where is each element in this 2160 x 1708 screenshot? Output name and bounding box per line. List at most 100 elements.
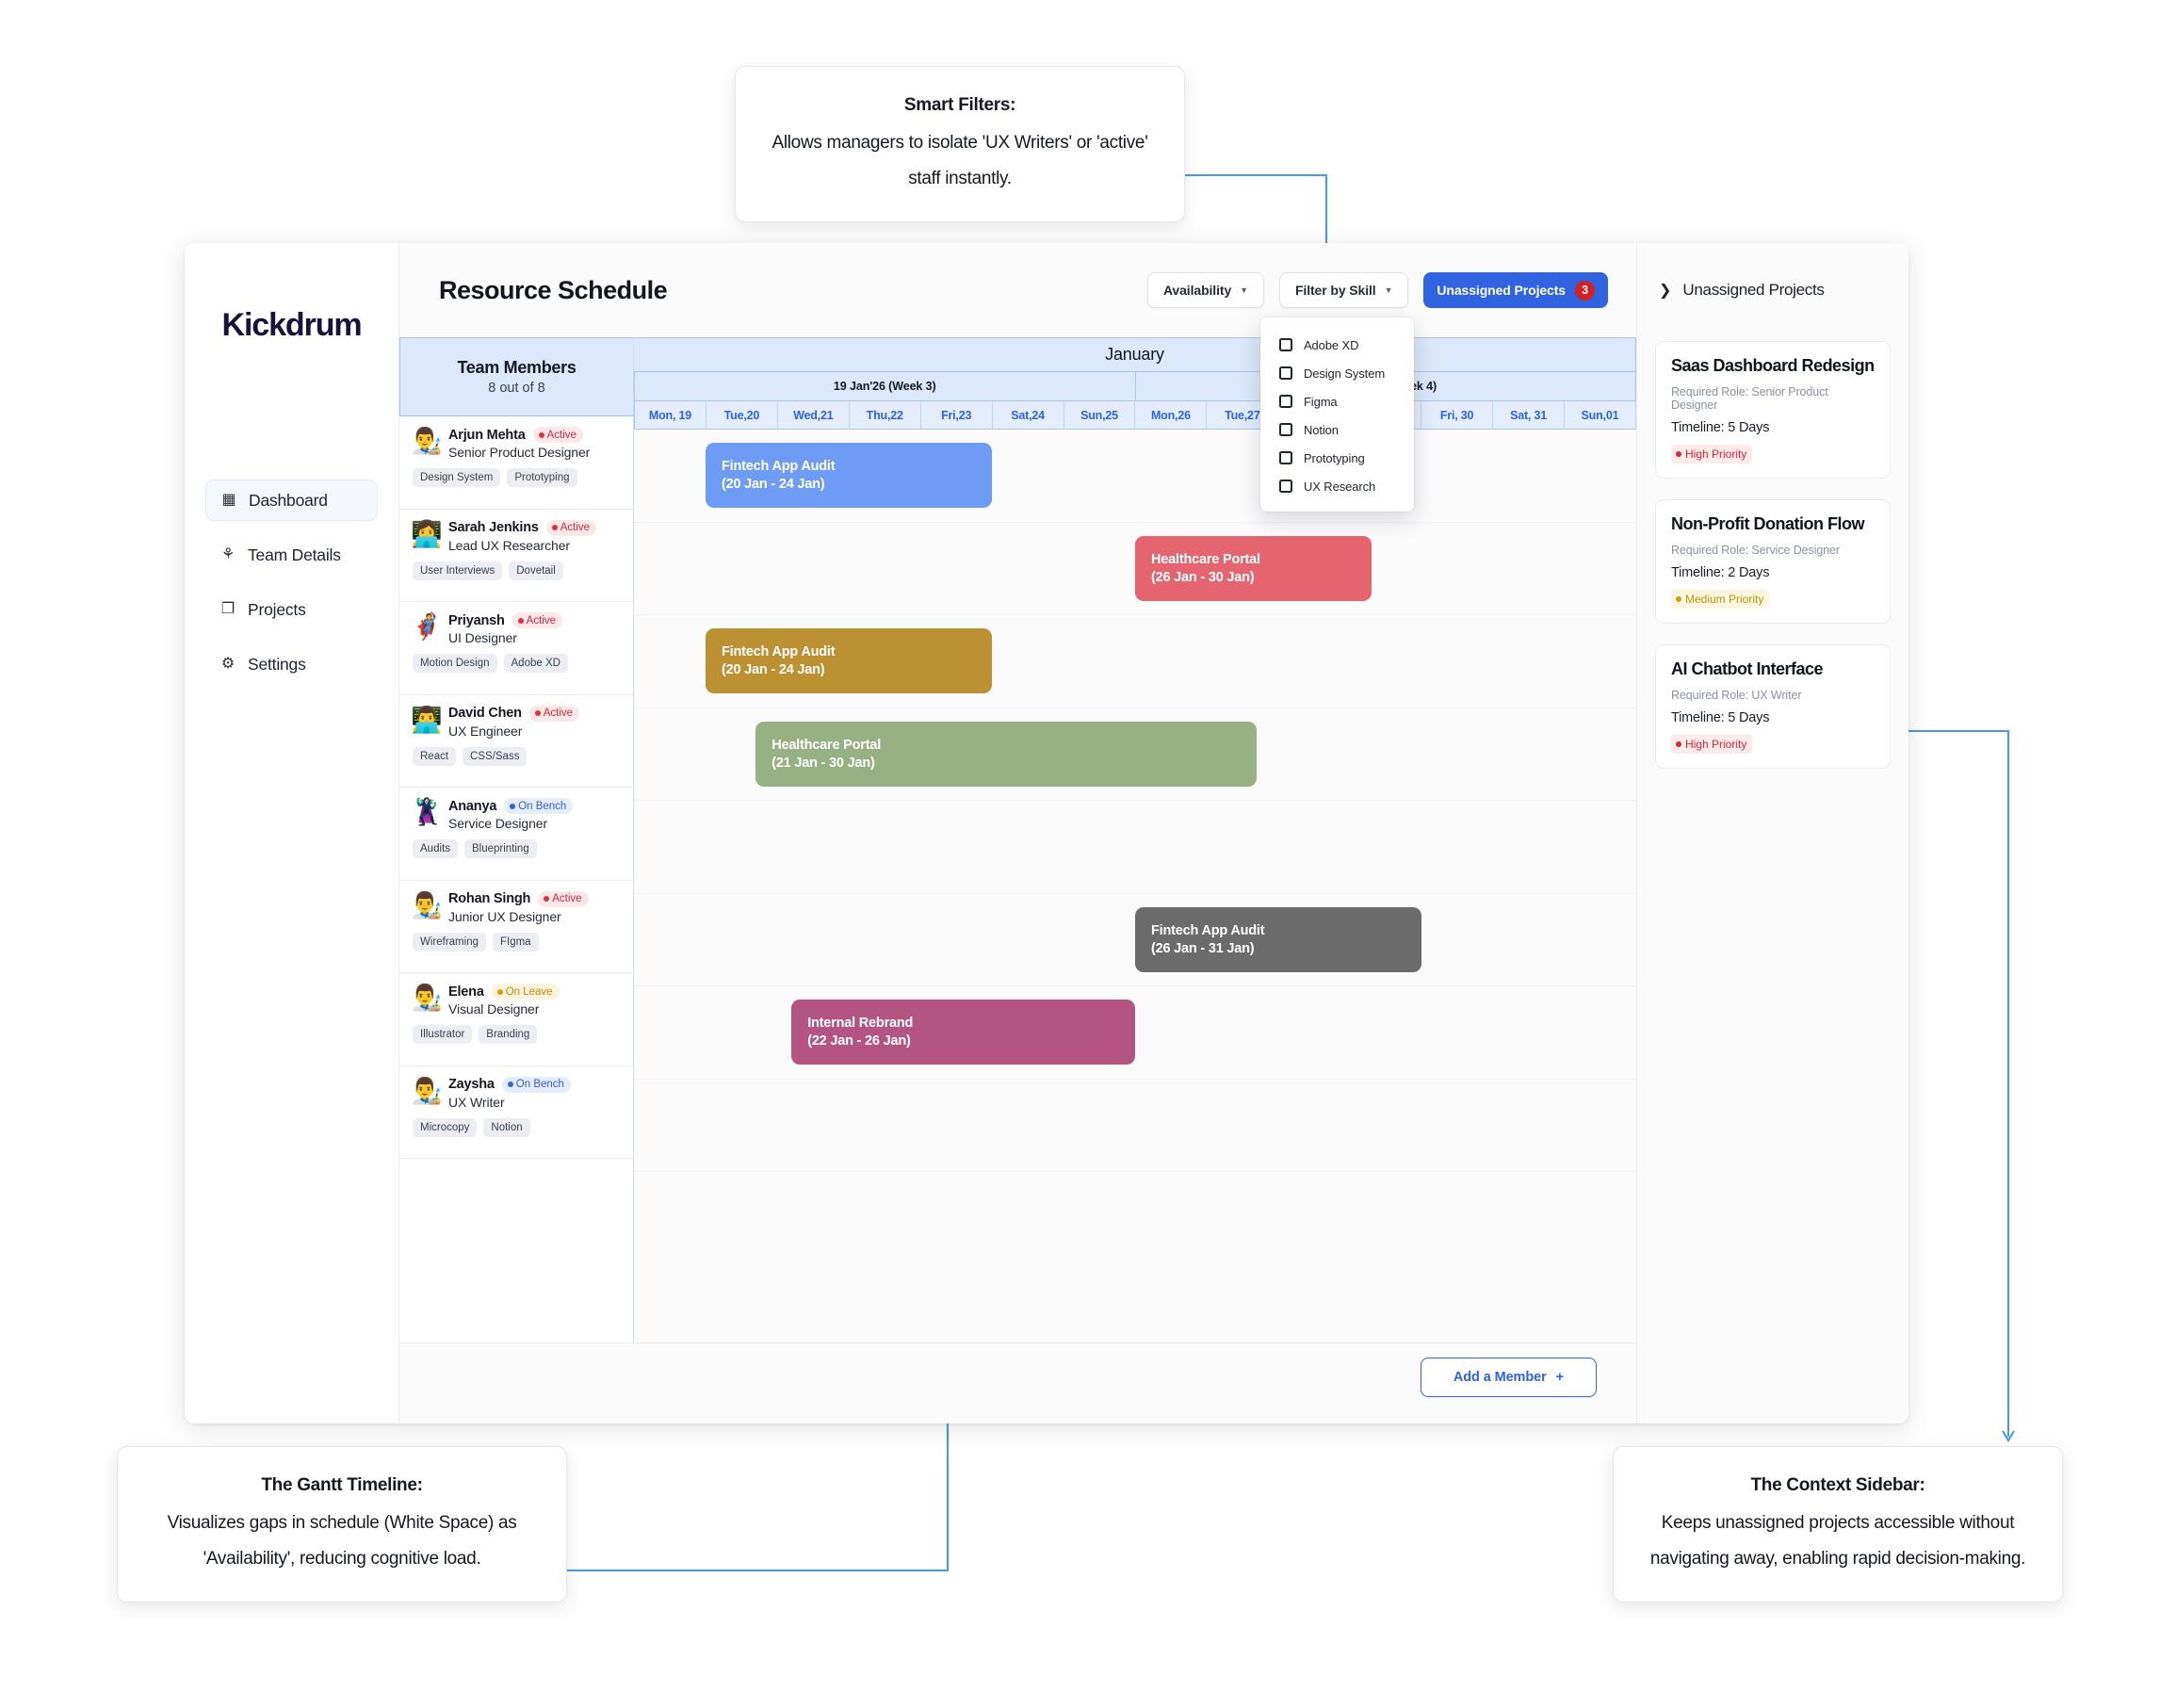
- dropdown-option-adobe-xd[interactable]: Adobe XD: [1260, 331, 1414, 359]
- calendar-day-cell[interactable]: Sun,01: [1564, 401, 1636, 430]
- context-sidebar: ❯ Unassigned Projects Saas Dashboard Red…: [1637, 243, 1908, 1423]
- avatar: 👩‍💻: [411, 519, 443, 548]
- member-role: Service Designer: [448, 816, 547, 831]
- availability-label: Availability: [1162, 283, 1232, 298]
- gantt-bar[interactable]: Fintech App Audit(20 Jan - 24 Jan): [706, 443, 992, 508]
- main-footer: Add a Member +: [399, 1342, 1636, 1423]
- dropdown-option-label: Figma: [1303, 394, 1338, 409]
- calendar-day-cell[interactable]: Sat,24: [992, 401, 1064, 430]
- app-window: Kickdrum ▦ Dashboard ⚘ Team Details ❐ Pr…: [185, 243, 1908, 1423]
- priority-dot-icon: [1676, 741, 1681, 747]
- gantt-bar[interactable]: Fintech App Audit(26 Jan - 31 Jan): [1135, 906, 1421, 972]
- project-title: AI Chatbot Interface: [1671, 659, 1824, 678]
- skill-tag: Microcopy: [413, 1117, 478, 1137]
- checkbox-icon[interactable]: [1278, 395, 1292, 408]
- calendar-day-cell[interactable]: Fri, 30: [1421, 401, 1494, 430]
- skill-tag: Wireframing: [413, 932, 486, 952]
- team-members-title: Team Members: [457, 358, 577, 377]
- gantt-row: Fintech App Audit(20 Jan - 24 Jan): [634, 430, 1636, 523]
- unassigned-projects-header[interactable]: ❯ Unassigned Projects: [1655, 281, 1891, 300]
- checkbox-icon[interactable]: [1278, 338, 1292, 351]
- priority-dot-icon: [1676, 451, 1681, 457]
- calendar-day-cell[interactable]: Tue,20: [706, 401, 778, 430]
- add-member-button[interactable]: Add a Member +: [1420, 1357, 1597, 1397]
- main-header: Resource Schedule Availability ▼ Filter …: [399, 243, 1636, 512]
- callout-smart-filters: Smart Filters: Allows managers to isolat…: [735, 66, 1185, 222]
- project-timeline: Timeline: 5 Days: [1671, 420, 1770, 435]
- sidebar-item-dashboard[interactable]: ▦ Dashboard: [205, 480, 378, 521]
- availability-dropdown-button[interactable]: Availability ▼: [1146, 272, 1264, 308]
- gantt-bar[interactable]: Fintech App Audit(20 Jan - 24 Jan): [706, 628, 992, 693]
- skill-tag: Branding: [479, 1025, 538, 1044]
- calendar-day-cell[interactable]: Wed,21: [777, 401, 850, 430]
- skill-tag: Motion Design: [413, 654, 497, 673]
- status-label: On Bench: [515, 1079, 564, 1090]
- dropdown-option-ux-research[interactable]: UX Research: [1260, 472, 1414, 500]
- gantt-bar-title: Healthcare Portal: [1151, 551, 1260, 567]
- sidebar-item-label: Settings: [248, 654, 306, 674]
- member-role: UX Engineer: [448, 723, 523, 739]
- callout-body: Allows managers to isolate 'UX Writers' …: [771, 133, 1148, 188]
- dropdown-option-design-system[interactable]: Design System: [1260, 359, 1414, 387]
- chevron-right-icon: ❯: [1659, 283, 1672, 299]
- cube-icon: ❐: [220, 601, 235, 617]
- gantt-row: [634, 801, 1636, 894]
- project-timeline: Timeline: 2 Days: [1671, 565, 1770, 580]
- sidebar-item-projects[interactable]: ❐ Projects: [205, 589, 378, 630]
- sidebar-item-team-details[interactable]: ⚘ Team Details: [205, 534, 378, 576]
- gantt-bar[interactable]: Internal Rebrand(22 Jan - 26 Jan): [791, 1000, 1135, 1065]
- status-label: On Leave: [505, 985, 553, 998]
- calendar-day-cell[interactable]: Mon, 19: [634, 401, 706, 430]
- unassigned-projects-button[interactable]: Unassigned Projects 3: [1423, 272, 1608, 308]
- member-name: David Chen: [448, 706, 522, 721]
- checkbox-icon[interactable]: [1278, 480, 1292, 493]
- calendar-day-cell[interactable]: Thu,22: [849, 401, 921, 430]
- status-dot-icon: [534, 710, 541, 716]
- dropdown-option-prototyping[interactable]: Prototyping: [1260, 444, 1414, 472]
- member-role: Lead UX Researcher: [448, 537, 570, 553]
- dropdown-option-notion[interactable]: Notion: [1260, 415, 1414, 444]
- gantt-bar[interactable]: Healthcare Portal(21 Jan - 30 Jan): [755, 721, 1258, 787]
- checkbox-icon[interactable]: [1278, 451, 1292, 464]
- status-label: Active: [552, 893, 582, 904]
- priority-badge: High Priority: [1671, 735, 1753, 754]
- calendar-day-cell[interactable]: Fri,23: [920, 401, 993, 430]
- gantt-bar[interactable]: Healthcare Portal(26 Jan - 30 Jan): [1135, 535, 1372, 601]
- skill-tag: User Interviews: [413, 561, 503, 580]
- avatar: 🦸: [411, 612, 443, 641]
- member-name: Rohan Singh: [448, 891, 531, 906]
- priority-label: Medium Priority: [1685, 593, 1764, 606]
- checkbox-icon[interactable]: [1278, 366, 1292, 380]
- avatar: 👨‍🎨: [411, 427, 443, 455]
- dropdown-option-figma[interactable]: Figma: [1260, 387, 1414, 415]
- chevron-down-icon: ▼: [1384, 285, 1393, 295]
- checkbox-icon[interactable]: [1278, 423, 1292, 436]
- calendar-day-cell[interactable]: Sun,25: [1064, 401, 1136, 430]
- filter-by-skill-button[interactable]: Filter by Skill ▼: [1278, 272, 1409, 308]
- status-label: Active: [560, 522, 591, 533]
- sidebar-item-label: Dashboard: [249, 490, 328, 510]
- priority-badge: High Priority: [1671, 445, 1753, 464]
- gantt-bar-title: Fintech App Audit: [722, 459, 836, 474]
- calendar-day-cell[interactable]: Mon,26: [1135, 401, 1208, 430]
- skill-filter-dropdown[interactable]: Adobe XD Design System Figma Notion: [1259, 317, 1414, 512]
- gantt-row: [634, 1080, 1636, 1172]
- gantt-bar-title: Fintech App Audit: [722, 644, 836, 659]
- sidebar-item-settings[interactable]: ⚙ Settings: [205, 643, 378, 685]
- calendar-day-cell[interactable]: Sat, 31: [1493, 401, 1565, 430]
